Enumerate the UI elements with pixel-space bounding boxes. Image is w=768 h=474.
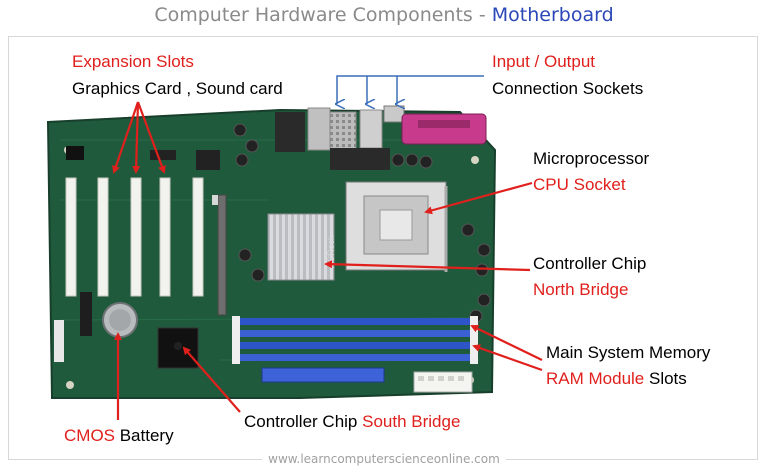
- memory-desc-black: Slots: [644, 369, 687, 388]
- io-desc: Connection Sockets: [492, 79, 644, 98]
- cpu-desc: CPU Socket: [533, 175, 626, 194]
- cmos-label-red: CMOS: [64, 426, 115, 445]
- southbridge-label-red: South Bridge: [362, 412, 461, 431]
- memory-desc: RAM Module Slots: [546, 369, 687, 389]
- footer-url-text: www.learncomputerscienceonline.com: [262, 452, 506, 466]
- svg-text:ASRock: ASRock: [326, 235, 336, 268]
- cmos-label-black: Battery: [115, 426, 174, 445]
- southbridge-label: Controller Chip South Bridge: [244, 412, 460, 432]
- memory-title: Main System Memory: [546, 343, 711, 362]
- io-panel: [275, 105, 487, 170]
- expansion-slots-desc: Graphics Card , Sound card: [72, 79, 283, 98]
- ide-connector: [261, 367, 385, 383]
- io-arrows: [337, 75, 484, 104]
- memory-desc-red: RAM Module: [546, 369, 645, 388]
- northbridge-desc: North Bridge: [533, 280, 629, 299]
- cmos-label: CMOS Battery: [64, 426, 174, 446]
- northbridge-heatsink: ASRock: [267, 213, 336, 281]
- southbridge-label-black: Controller Chip: [244, 412, 363, 431]
- footer-url: www.learncomputerscienceonline.com: [0, 452, 768, 466]
- title-prefix: Computer Hardware Components -: [154, 4, 492, 26]
- cpu-title: Microprocessor: [533, 149, 650, 168]
- ram-slots: [232, 316, 478, 364]
- io-title: Input / Output: [492, 52, 596, 71]
- expansion-slots-title: Expansion Slots: [72, 52, 194, 71]
- agp-slot: [217, 194, 227, 316]
- page-title: Computer Hardware Components - Motherboa…: [0, 4, 768, 26]
- northbridge-title: Controller Chip: [533, 254, 647, 273]
- cpu-socket: [345, 181, 448, 272]
- title-accent: Motherboard: [491, 4, 614, 26]
- pointer-arrows: [112, 101, 543, 420]
- atx-power-connector: [413, 371, 473, 393]
- expansion-slots: [65, 177, 204, 297]
